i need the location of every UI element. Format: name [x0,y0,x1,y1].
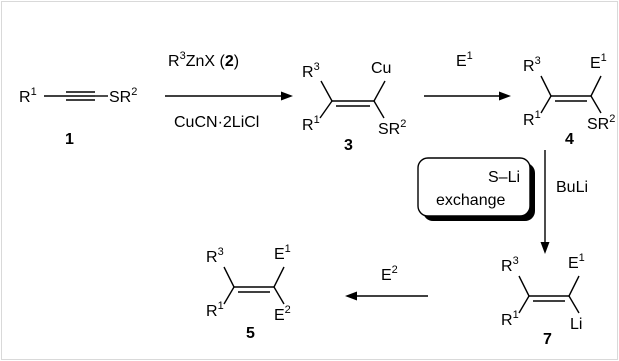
svg-text:E1: E1 [568,252,585,272]
svg-text:R1: R1 [206,300,224,320]
reagent-r3znx: R3ZnX (2) [168,50,239,70]
s-li-exchange-box [417,157,531,217]
compound-number-4: 4 [565,131,574,148]
compound-1: R1 SR2 1 [19,86,137,148]
svg-text:E2: E2 [381,264,398,284]
svg-text:Cu: Cu [371,60,391,77]
svg-text:R1: R1 [302,114,320,134]
svg-text:SR2: SR2 [378,118,406,138]
compound-3: R3 Cu R1 SR2 3 [302,60,406,154]
svg-text:exchange: exchange [436,192,505,209]
svg-text:R1: R1 [19,86,37,106]
compound-7: R3 E1 R1 Li 7 [501,252,585,348]
compound-number-3: 3 [344,137,353,154]
svg-text:E2: E2 [274,304,291,324]
arrow-3: S–Li exchange BuLi [417,150,588,254]
svg-text:E1: E1 [274,243,291,263]
svg-text:SR2: SR2 [587,113,615,133]
svg-text:SR2: SR2 [109,86,137,106]
reagent-buli: BuLi [556,179,588,196]
svg-text:R3: R3 [523,55,541,75]
compound-number-1: 1 [65,131,74,148]
svg-text:Li: Li [570,316,582,333]
svg-text:R3: R3 [501,255,519,275]
svg-text:R3: R3 [206,246,224,266]
compound-number-5: 5 [246,325,255,342]
compound-5: R3 E1 R1 E2 5 [206,243,291,342]
compound-number-7: 7 [543,331,552,348]
svg-text:E1: E1 [590,52,607,72]
compound-4: R3 E1 R1 SR2 4 [523,52,615,148]
svg-text:E1: E1 [456,50,473,70]
arrow-2: E1 [424,50,511,101]
reagent-cucn-licl: CuCN·2LiCl [174,114,259,131]
svg-text:R1: R1 [523,109,541,129]
arrow-1: R3ZnX (2) CuCN·2LiCl [165,50,293,131]
svg-text:R1: R1 [501,309,519,329]
svg-text:R3: R3 [302,61,320,81]
svg-text:S–Li: S–Li [488,169,520,186]
arrow-4: E2 [345,264,428,301]
